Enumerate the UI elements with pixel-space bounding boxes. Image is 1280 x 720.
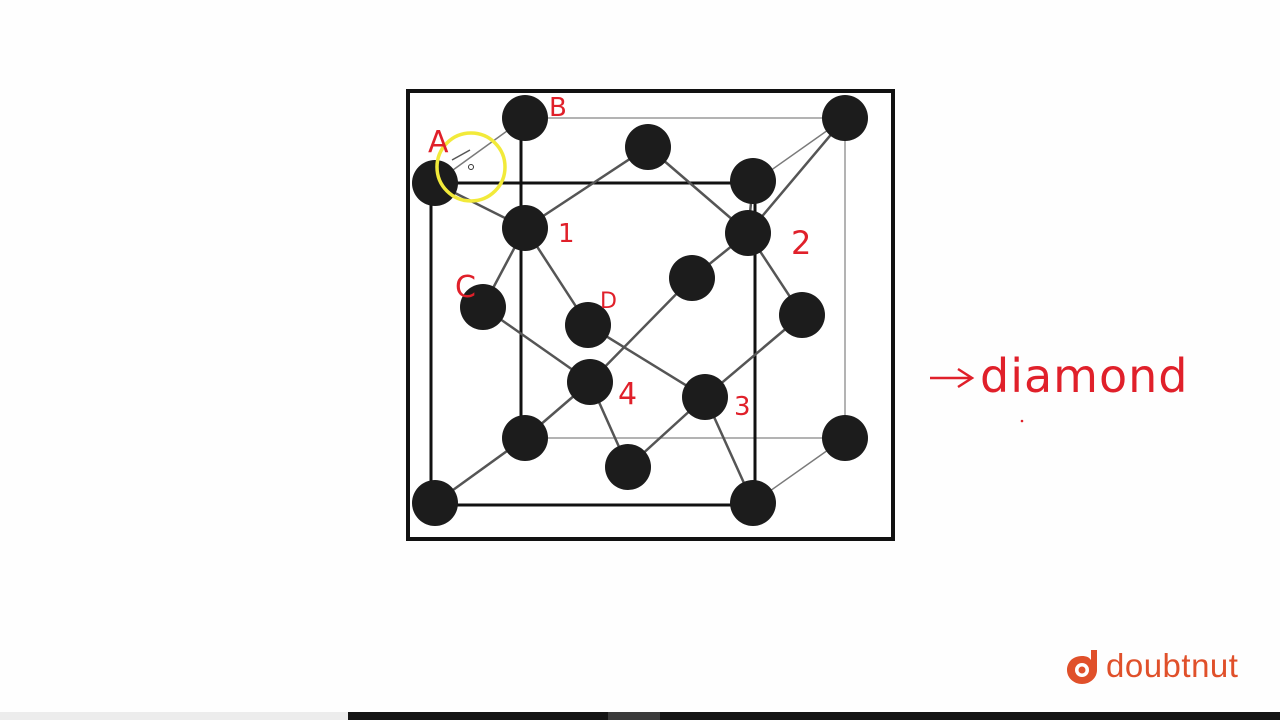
cursor-dot [468,164,474,170]
cursor-highlight-ring [435,131,507,203]
doubtnut-logo-text: doubtnut [1106,647,1239,684]
atom-interior-3 [682,374,728,420]
label-2: 2 [791,224,811,262]
atom-corner-back-bottom-left [502,415,548,461]
doubtnut-logo-icon [1067,650,1097,684]
bond-highlight [451,149,471,161]
atom-face-top [625,124,671,170]
atom-corner-back-top-left [502,95,548,141]
label-4: 4 [618,377,637,412]
carbon-atoms [412,95,868,526]
atom-face-left [460,284,506,330]
label-3: 3 [734,392,751,422]
atom-face-back [669,255,715,301]
cube-front-edges [429,118,757,507]
atom-interior-4 [567,359,613,405]
atom-corner-front-top-left [412,160,458,206]
diamond-annotation: diamond [930,349,1188,423]
video-progress-bar[interactable] [348,712,1280,720]
annotation-text: diamond [980,349,1188,403]
label-d: D [600,289,617,314]
label-a: A [428,125,449,160]
atom-interior-2 [725,210,771,256]
atom-corner-back-top-right [822,95,868,141]
atom-corner-back-bottom-right [822,415,868,461]
video-progress-handle[interactable] [608,712,660,720]
atom-face-bottom [605,444,651,490]
label-1: 1 [558,219,575,249]
label-c: C [455,270,476,305]
video-progress-played [0,712,348,720]
doubtnut-logo: doubtnut [1064,646,1238,686]
atom-face-right [779,292,825,338]
atom-face-front [565,302,611,348]
atom-corner-front-bottom-right [730,480,776,526]
atom-corner-front-top-right [730,158,776,204]
label-b: B [549,93,567,123]
atom-corner-front-bottom-left [412,480,458,526]
annotation-arrow-icon [957,367,975,389]
cube-back-edges [525,117,846,439]
atom-interior-1 [502,205,548,251]
ink-dot [1020,419,1024,423]
